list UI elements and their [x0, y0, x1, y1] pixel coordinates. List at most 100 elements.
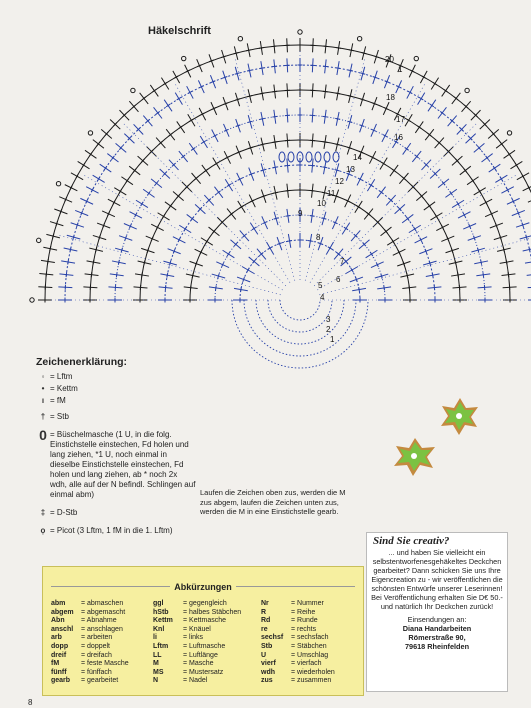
stitch-crossbar — [406, 272, 409, 279]
stitch-crossbar — [229, 212, 234, 216]
abbreviation-row: Kettm= Kettmasche — [153, 617, 241, 626]
stitch-crossbar — [258, 47, 264, 49]
abbreviation-term: LL — [153, 651, 162, 659]
row-number: 5 — [318, 281, 323, 290]
abbreviation-term: Abn — [51, 617, 65, 625]
abbreviation-meaning: = Nummer — [291, 600, 324, 607]
stitch-crossbar — [76, 222, 79, 228]
stitch-crossbar — [353, 233, 358, 238]
stitch-crossbar — [506, 187, 510, 193]
stitch-crossbar — [273, 217, 279, 220]
stitch-crossbar — [357, 177, 363, 181]
stitch-crossbar — [190, 147, 196, 151]
abbreviation-row: Abn= Abnahme — [51, 617, 129, 626]
stitch-crossbar — [393, 140, 399, 144]
single-crochet-icon: ı — [41, 396, 45, 405]
stitch-crossbar — [468, 223, 472, 229]
abbreviation-row: Stb= Stäbchen — [261, 643, 335, 652]
abbreviation-row: Nr= Nummer — [261, 600, 335, 609]
stitch-crossbar — [323, 45, 329, 48]
page-number: 8 — [28, 698, 33, 707]
abbreviation-meaning: = Reihe — [291, 608, 316, 616]
abbreviation-meaning: = doppelt — [81, 642, 110, 650]
stitch-crossbar — [491, 131, 496, 137]
stitch-crossbar — [145, 118, 151, 123]
legend-title: Zeichenerklärung: — [36, 356, 128, 368]
stitch-crossbar — [507, 151, 512, 157]
stitch-crossbar — [117, 259, 120, 265]
lower-ring — [231, 299, 369, 369]
stitch-crossbar — [318, 242, 324, 245]
row-number: 3 — [326, 315, 331, 324]
stitch-crossbar — [136, 127, 141, 132]
cluster-icon: 0 — [39, 427, 47, 443]
abbreviation-row: fM= feste Masche — [51, 660, 129, 669]
stitch-crossbar — [413, 226, 417, 232]
abbreviation-row: LL= Luftlänge — [153, 652, 241, 661]
picot-mark — [29, 297, 35, 303]
row-number: 9 — [298, 209, 303, 218]
abbreviation-row: U= Umschlag — [261, 652, 335, 661]
cluster-mark — [323, 151, 331, 163]
stitch-crossbar — [90, 272, 93, 278]
stitch-crossbar — [440, 224, 445, 230]
stitch-crossbar — [368, 183, 374, 187]
row-number: 1 — [398, 65, 403, 74]
row-number: 14 — [353, 153, 362, 162]
stitch-crossbar — [429, 103, 435, 108]
stitch-crossbar — [507, 272, 510, 278]
picot-mark — [130, 87, 136, 94]
stitch-crossbar — [141, 272, 143, 278]
stitch-crossbar — [527, 185, 531, 191]
stitch-crossbar — [272, 166, 278, 169]
stitch-crossbar — [449, 190, 453, 196]
stitch-crossbar — [178, 125, 184, 130]
stitch-crossbar — [439, 111, 445, 115]
row-number: 17 — [396, 115, 405, 124]
stitch-crossbar — [285, 189, 291, 192]
stitch-crossbar — [427, 132, 432, 137]
stitch-crossbar — [384, 80, 390, 84]
abbreviation-row: li= links — [153, 634, 241, 643]
stitch-crossbar — [52, 233, 55, 239]
lower-ring — [267, 299, 333, 333]
stitch-crossbar — [161, 214, 166, 219]
row-number: 18 — [386, 93, 395, 102]
legend-row-single-crochet: ı = fM — [36, 396, 196, 406]
stitch-crossbar — [260, 143, 266, 146]
stitch-crossbar — [424, 162, 429, 167]
lower-ring — [243, 299, 357, 357]
slip-stitch-icon: • — [41, 384, 45, 393]
stitch-crossbar — [334, 143, 340, 146]
abbreviation-row: re= rechts — [261, 626, 335, 635]
stitch-crossbar — [217, 273, 220, 279]
stitch-crossbar — [59, 208, 63, 214]
abbreviation-meaning: = Umschlag — [291, 651, 329, 659]
stitch-crossbar — [118, 145, 123, 151]
legend-text: = fM — [50, 396, 66, 405]
stitch-crossbar — [120, 247, 124, 253]
legend-text: = Stb — [50, 412, 69, 421]
stitch-crossbar — [248, 172, 254, 176]
stitch-crossbar — [69, 246, 72, 253]
stitch-crossbar — [177, 237, 181, 243]
abbreviation-term: fM — [51, 660, 60, 668]
picot-icon: ọ — [40, 526, 46, 535]
stitch-crossbar — [321, 191, 328, 194]
stitch-crossbar — [147, 190, 151, 196]
stitch-crossbar — [333, 194, 339, 198]
stitch-crossbar — [150, 236, 154, 242]
abbreviation-meaning: = Stäbchen — [291, 642, 327, 650]
stitch-crossbar — [424, 248, 428, 254]
abbreviation-meaning: = anschlagen — [81, 625, 123, 633]
stitch-crossbar — [140, 201, 144, 207]
abbreviation-term: gearb — [51, 677, 71, 685]
stitch-crossbar — [343, 259, 348, 264]
abbreviation-term: re — [261, 625, 268, 633]
stitch-mark — [527, 286, 531, 289]
stitch-crossbar — [49, 246, 52, 252]
stitch-crossbar — [198, 85, 204, 89]
stitch-crossbar — [184, 184, 189, 189]
